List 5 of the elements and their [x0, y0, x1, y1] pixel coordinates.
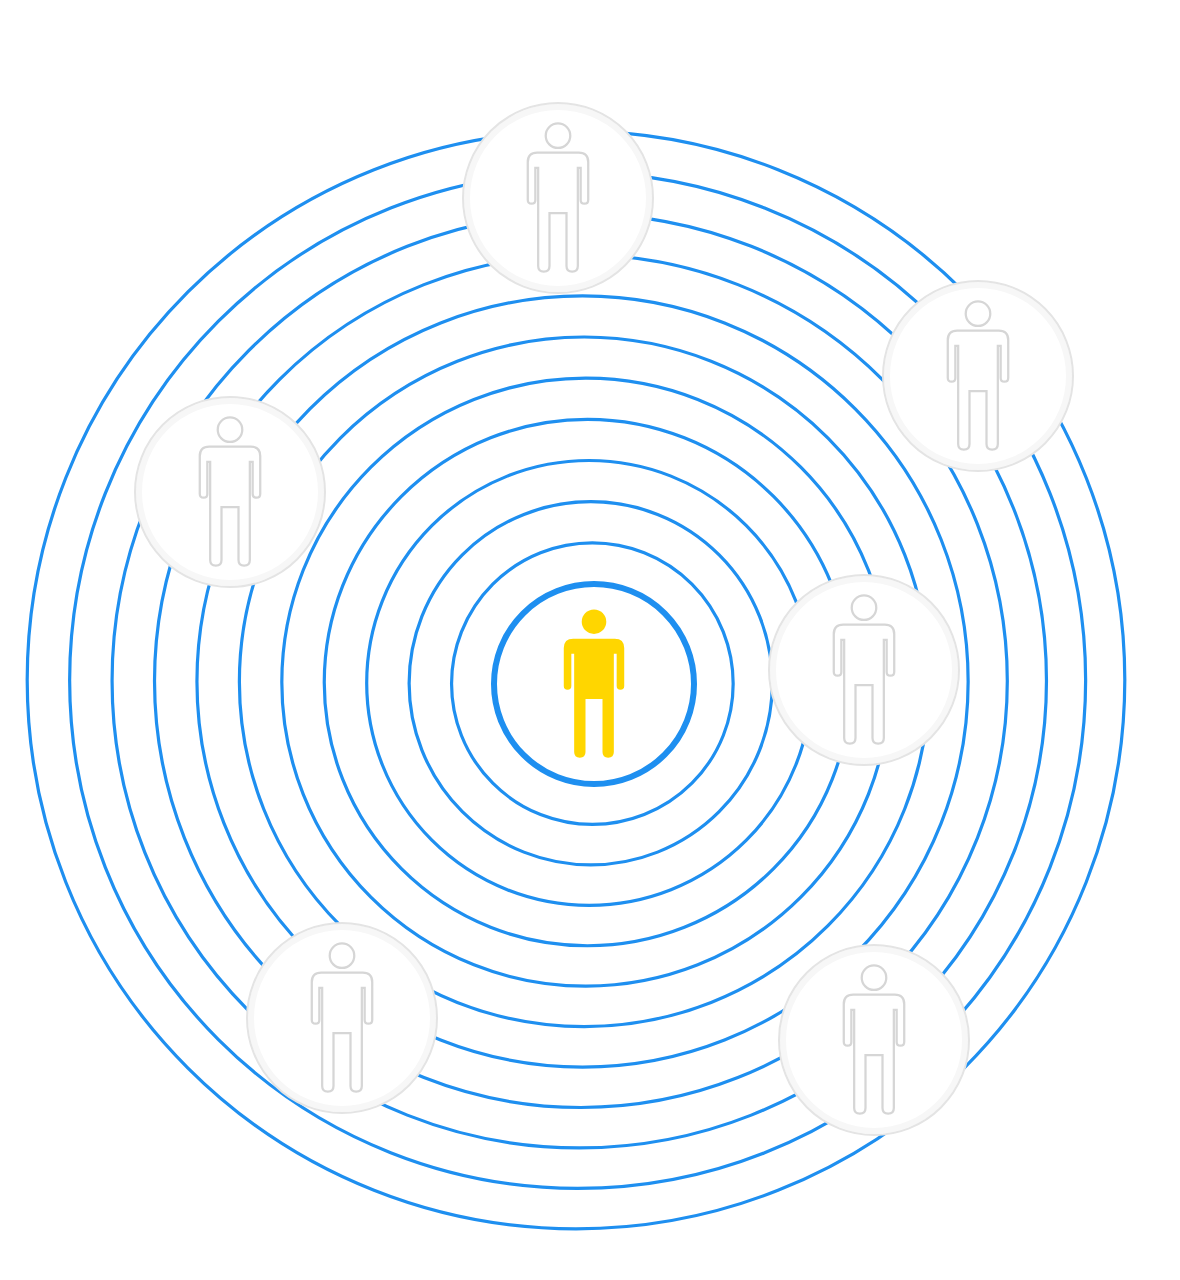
person-circle: [768, 574, 960, 766]
person-circle: [134, 396, 326, 588]
person-circle: [882, 280, 1074, 472]
person-circle: [778, 944, 970, 1136]
person-circle: [246, 922, 438, 1114]
